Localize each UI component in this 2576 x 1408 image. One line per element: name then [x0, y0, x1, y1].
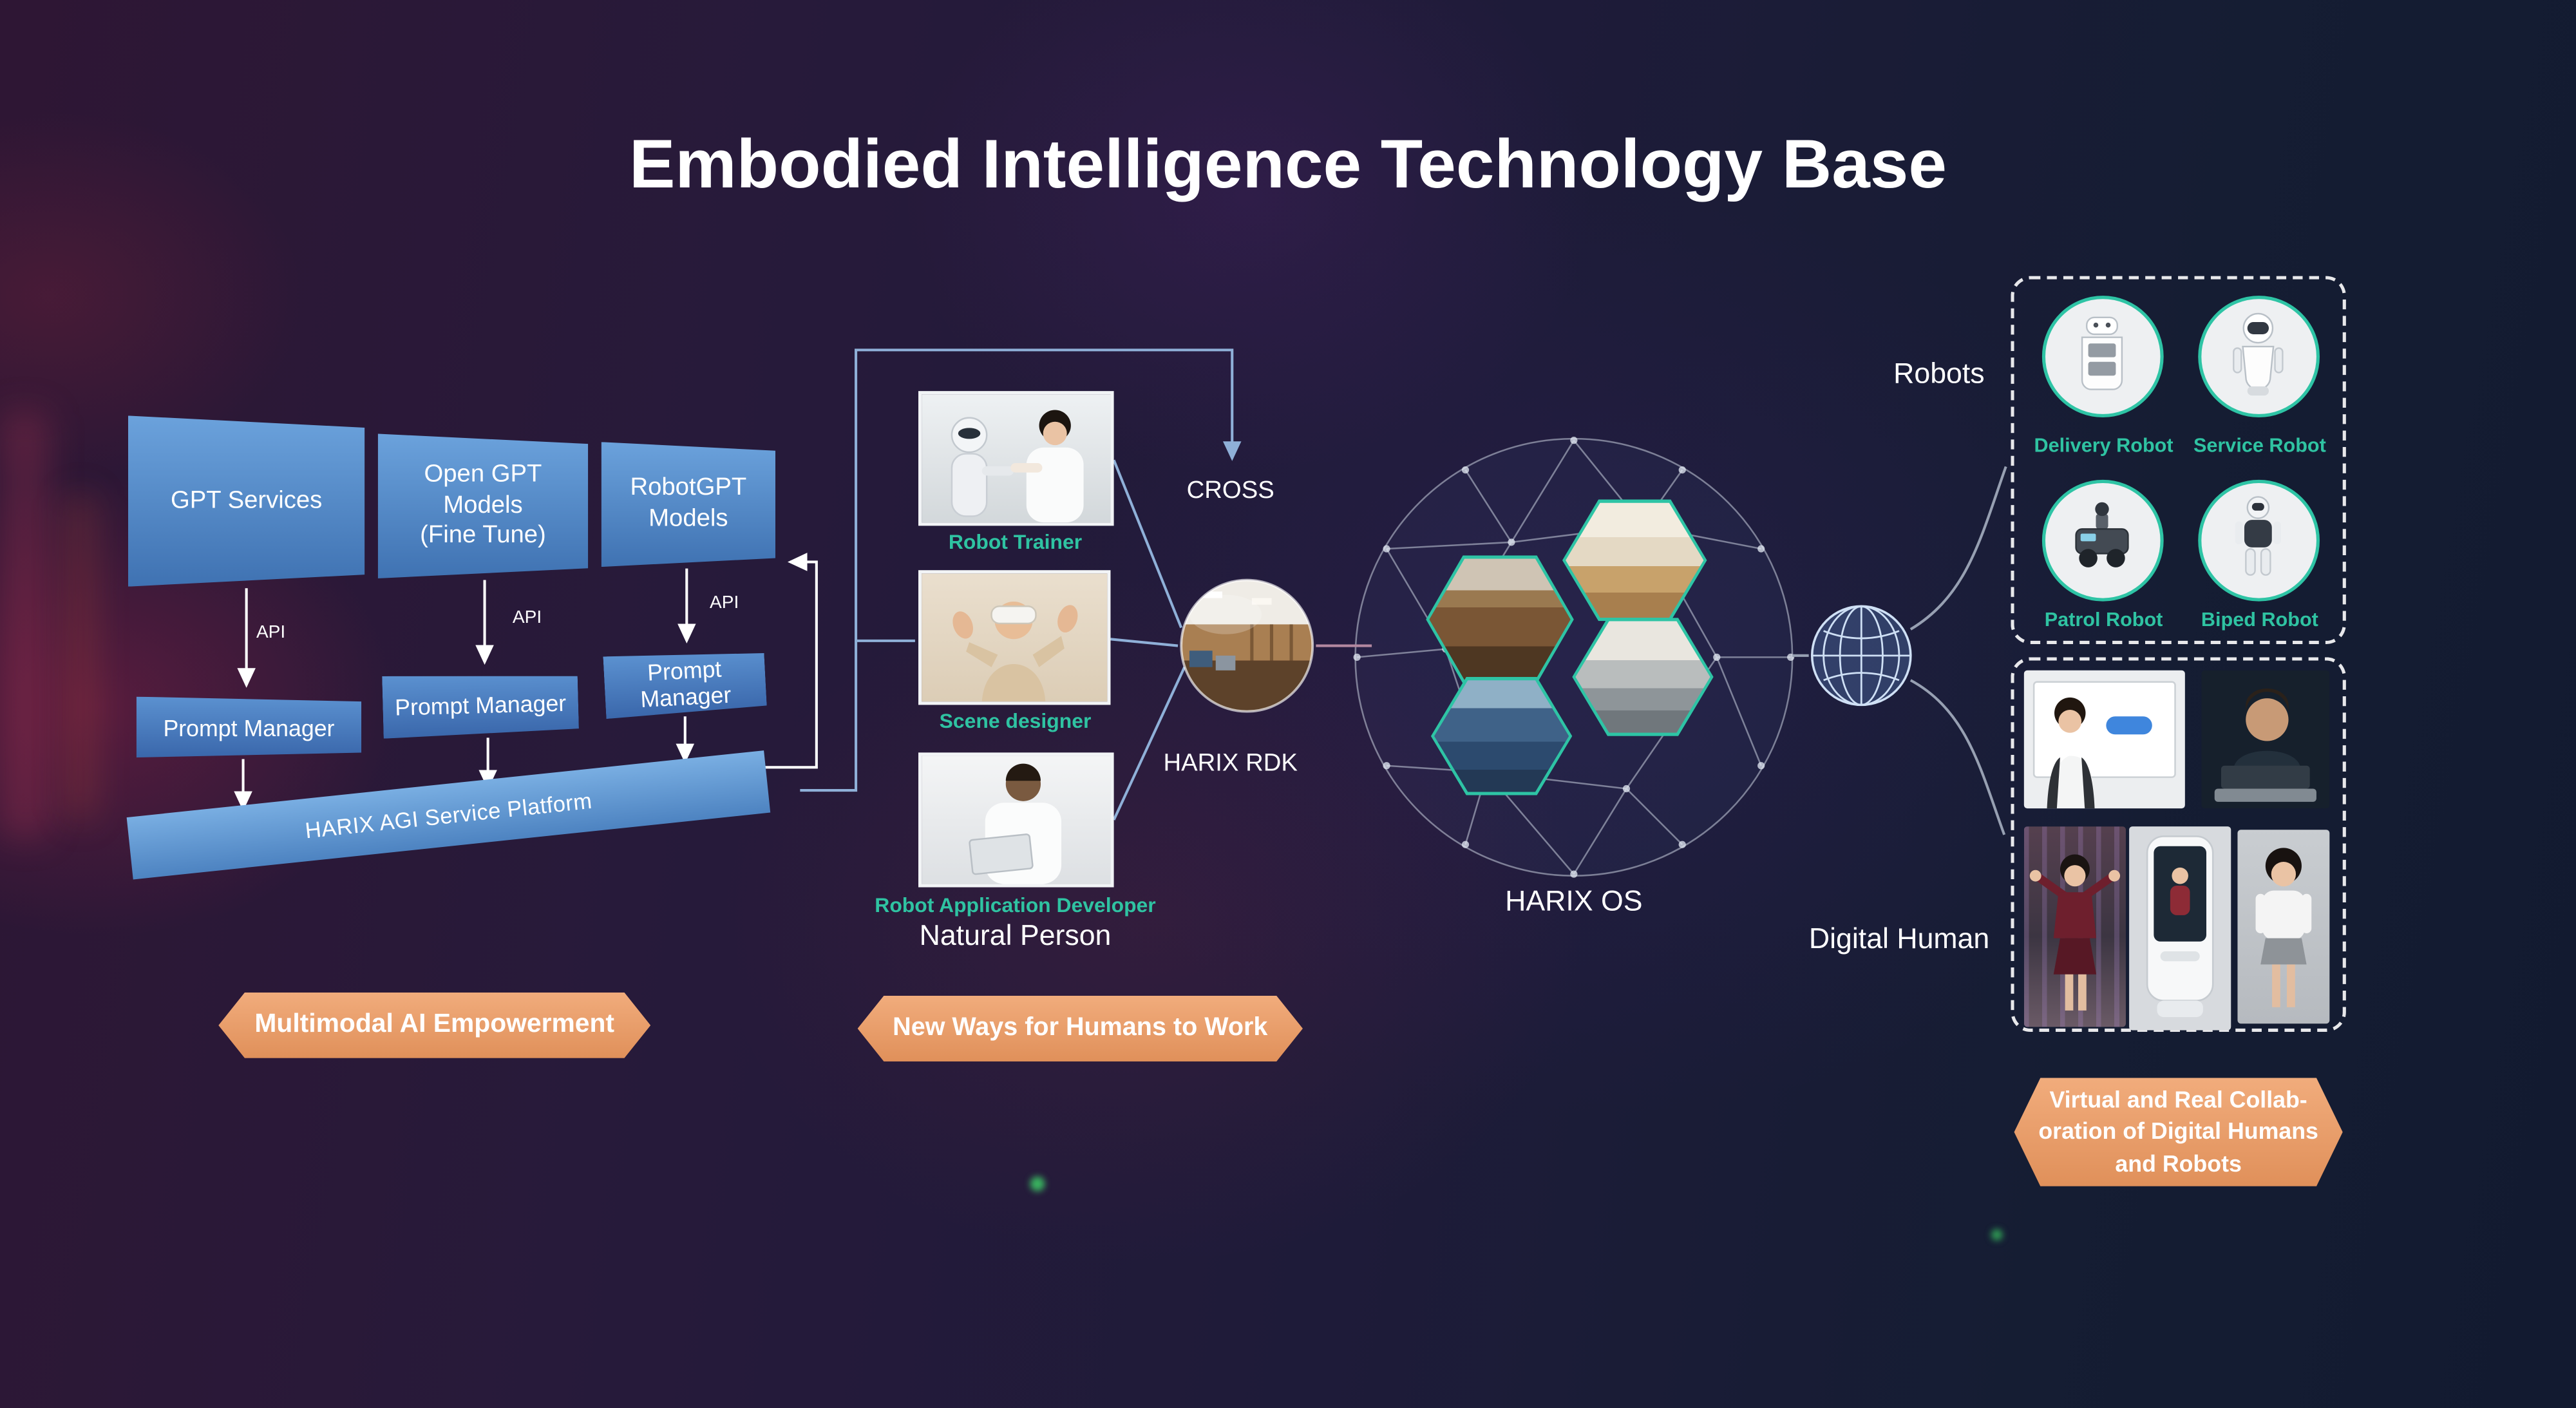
- os-to-devices-connectors: [1792, 466, 2007, 835]
- robotgpt-models-label: RobotGPT Models: [630, 473, 747, 533]
- gpt-services-label: GPT Services: [170, 486, 323, 514]
- background-light-streak: [0, 410, 50, 839]
- scene-office-image: [1575, 621, 1710, 733]
- new-ways-banner-label: New Ways for Humans to Work: [893, 1013, 1268, 1042]
- robot-trainer-illustration: [951, 410, 1084, 523]
- harix-os-label: HARIX OS: [1505, 884, 1643, 917]
- page-title: Embodied Intelligence Technology Base: [629, 124, 1947, 202]
- prompt-manager-label-3: Prompt Manager: [639, 655, 732, 712]
- digital-human-section-title: Digital Human: [1808, 922, 1990, 955]
- prompt-manager-label-2: Prompt Manager: [394, 689, 567, 721]
- biped-robot-image: [2198, 479, 2320, 602]
- api-label-3: API: [710, 593, 739, 613]
- service-robot-image: [2198, 296, 2320, 417]
- robot-trainer-label: Robot Trainer: [948, 530, 1083, 554]
- digital-human-hostess-image: [2023, 826, 2126, 1027]
- patrol-robot-image: [2041, 479, 2164, 602]
- robot-app-developer-photo: [918, 752, 1114, 888]
- virtual-real-collaboration-banner-label: Virtual and Real Collab- oration of Digi…: [2038, 1085, 2318, 1176]
- digital-human-presenter-image: [2023, 670, 2185, 809]
- prompt-manager-box-1: Prompt Manager: [136, 696, 362, 758]
- multimodal-ai-banner: Multimodal AI Empowerment: [218, 993, 650, 1058]
- api-label-2: API: [512, 607, 542, 628]
- scene-designer-illustration: [952, 601, 1078, 702]
- open-gpt-models-box: Open GPT Models (Fine Tune): [377, 433, 589, 578]
- digital-human-child-image: [2237, 830, 2330, 1024]
- api-flow-arrows: [234, 553, 818, 812]
- new-ways-banner: New Ways for Humans to Work: [858, 996, 1303, 1061]
- network-globe-icon: [1809, 603, 1914, 708]
- digital-human-group-box: [2011, 657, 2346, 1032]
- multimodal-ai-banner-label: Multimodal AI Empowerment: [254, 1010, 615, 1039]
- human-section-connectors: [800, 348, 1242, 821]
- api-label-1: API: [256, 622, 286, 643]
- robotgpt-models-box: RobotGPT Models: [601, 442, 776, 567]
- scene-bright-room-image: [1566, 502, 1704, 618]
- patrol-robot-label: Patrol Robot: [2044, 607, 2163, 631]
- gpt-services-box: GPT Services: [128, 415, 365, 587]
- scene-exhibition-image: [1434, 680, 1569, 792]
- service-robot-label: Service Robot: [2193, 433, 2326, 457]
- bokeh-dot: [1991, 1229, 2003, 1241]
- biped-robot-label: Biped Robot: [2201, 607, 2318, 631]
- harix-rdk-label: HARIX RDK: [1163, 749, 1298, 777]
- robots-group-box: [2011, 276, 2346, 644]
- robot-app-developer-label: Robot Application Developer: [875, 893, 1156, 917]
- open-gpt-models-label: Open GPT Models (Fine Tune): [420, 459, 546, 549]
- robot-trainer-photo: [918, 391, 1114, 526]
- digital-human-kiosk-image: [2129, 826, 2231, 1031]
- prompt-manager-label-1: Prompt Manager: [163, 714, 335, 741]
- prompt-manager-box-2: Prompt Manager: [382, 671, 579, 739]
- delivery-robot-label: Delivery Robot: [2034, 433, 2174, 457]
- cross-label: CROSS: [1186, 476, 1274, 505]
- delivery-robot-image: [2041, 296, 2164, 417]
- natural-person-label: Natural Person: [919, 918, 1112, 952]
- robot-app-developer-illustration: [969, 763, 1062, 884]
- bokeh-dot: [1030, 1176, 1045, 1192]
- harix-os-scene-exhibition: [1430, 677, 1573, 795]
- robots-section-title: Robots: [1893, 356, 1985, 390]
- harix-agi-platform-label: HARIX AGI Service Platform: [303, 787, 594, 842]
- background-light-streak: [66, 493, 95, 822]
- harix-os-mesh-sphere: [1354, 437, 1794, 877]
- scene-designer-label: Scene designer: [939, 710, 1092, 733]
- scene-designer-photo: [918, 570, 1111, 705]
- virtual-real-collaboration-banner: Virtual and Real Collab- oration of Digi…: [2014, 1078, 2343, 1186]
- digital-human-video-call-image: [2201, 670, 2330, 809]
- cross-globe-icon: [1180, 578, 1314, 713]
